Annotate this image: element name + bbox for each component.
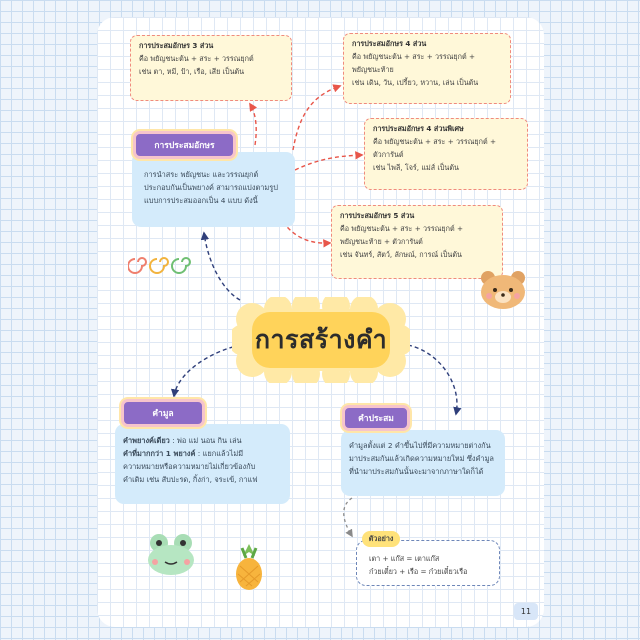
arrow-to-4-parts	[292, 84, 342, 151]
box-3-parts-line2: เช่น ตา, หมี, ป้า, เรือ, เสีย เป็นต้น	[139, 67, 245, 76]
swirl-icons	[128, 257, 191, 274]
kham-mun-single: คำพยางค์เดียว : พ่อ แม่ นอน กิน เล่น	[123, 434, 282, 447]
arrow-to-3-parts	[249, 102, 258, 146]
frog-icon	[148, 534, 194, 575]
box-4-parts-line3: เช่น เดิน, วัน, เปรี้ยว, หวาน, เล่น เป็น…	[352, 78, 479, 87]
box-4-special-line1: คือ พยัญชนะต้น + สระ + วรรณยุกต์ +	[373, 137, 496, 146]
box-4-parts-title: การประสมอักษร 4 ส่วน	[352, 39, 427, 48]
example-box: เตา + แก๊ส = เตาแก๊ส ก๋วยเตี๋ยว + เรือ =…	[356, 540, 500, 586]
center-title: การสร้างคำ	[254, 325, 388, 354]
box-4-parts-line2: พยัญชนะท้าย	[352, 65, 394, 74]
bear-icon	[481, 271, 525, 309]
prasom-description: การนำสระ พยัญชนะ และวรรณยุกต์ประกอบกันเป…	[144, 170, 278, 205]
box-5-parts: การประสมอักษร 5 ส่วน คือ พยัญชนะต้น + สร…	[331, 205, 503, 279]
arrow-to-example	[343, 497, 353, 538]
kham-mun-line3: ความหมายหรือความหมายไม่เกี่ยวข้องกับ	[123, 462, 256, 471]
page-number: 11	[514, 603, 538, 620]
box-4-special-title: การประสมอักษร 4 ส่วนพิเศษ	[373, 124, 464, 133]
pineapple-icon	[236, 544, 262, 590]
box-4-special-line3: เช่น ไพลี, โจร์, แม่ส์ เป็นต้น	[373, 163, 459, 172]
kham-mun-multi-head: คำที่มากกว่า 1 พยางค์	[123, 449, 196, 458]
kham-mun-single-head: คำพยางค์เดียว	[123, 436, 170, 445]
prasom-label: การประสมอักษร	[133, 131, 236, 159]
arrow-center-to-prasom	[200, 231, 241, 301]
box-4-parts-line1: คือ พยัญชนะต้น + สระ + วรรณยุกต์ +	[352, 52, 475, 61]
box-3-parts: การประสมอักษร 3 ส่วน คือ พยัญชนะต้น + สร…	[130, 35, 292, 101]
center-cloud-shape	[232, 297, 410, 383]
kham-mun-line4: คำเดิม เช่น สับปะรด, กิ้งก่า, จระเข้, กา…	[123, 475, 258, 484]
kham-mun-single-text: : พ่อ แม่ นอน กิน เล่น	[169, 436, 242, 445]
example-line1: เตา + แก๊ส = เตาแก๊ส	[369, 554, 440, 563]
arrow-to-5-parts	[282, 221, 332, 248]
kham-mun-multi-text: : แยกแล้วไม่มี	[195, 449, 244, 458]
box-5-parts-line3: เช่น จันทร์, สัตว์, ลักษณ์, การณ์ เป็นต้…	[340, 250, 462, 259]
kham-mun-label: คำมูล	[121, 399, 205, 427]
kham-mun-multi: คำที่มากกว่า 1 พยางค์ : แยกแล้วไม่มี	[123, 447, 282, 460]
arrow-center-to-kham-prasom	[407, 344, 462, 416]
arrow-center-to-kham-mun	[170, 344, 241, 398]
kham-prasom-line2: มาประสมกันแล้วเกิดความหมายใหม่ ซึ่งคำมูล	[349, 454, 494, 463]
example-line2: ก๋วยเตี๋ยว + เรือ = ก๋วยเตี๋ยวเรือ	[369, 567, 468, 576]
box-4-special: การประสมอักษร 4 ส่วนพิเศษ คือ พยัญชนะต้น…	[364, 118, 528, 190]
box-5-parts-title: การประสมอักษร 5 ส่วน	[340, 211, 415, 220]
box-5-parts-line1: คือ พยัญชนะต้น + สระ + วรรณยุกต์ +	[340, 224, 463, 233]
box-3-parts-title: การประสมอักษร 3 ส่วน	[139, 41, 214, 50]
arrow-to-4-special	[294, 151, 364, 171]
kham-prasom-label: คำประสม	[342, 405, 410, 431]
prasom-description-box: การนำสระ พยัญชนะ และวรรณยุกต์ประกอบกันเป…	[132, 152, 295, 227]
box-4-special-line2: ตัวการันต์	[373, 150, 404, 159]
kham-prasom-box: คำมูลตั้งแต่ 2 คำขึ้นไปที่มีความหมายต่าง…	[341, 430, 505, 496]
center-topic: การสร้างคำ	[232, 297, 410, 383]
kham-prasom-line1: คำมูลตั้งแต่ 2 คำขึ้นไปที่มีความหมายต่าง…	[349, 441, 491, 450]
example-tag: ตัวอย่าง	[362, 531, 400, 547]
box-5-parts-line2: พยัญชนะท้าย + ตัวการันต์	[340, 237, 423, 246]
kham-prasom-line3: ที่นำมาประสมกันนั้นจะมาจากภาษาใดก็ได้	[349, 467, 484, 476]
kham-mun-box: คำพยางค์เดียว : พ่อ แม่ นอน กิน เล่น คำท…	[115, 424, 290, 504]
box-4-parts: การประสมอักษร 4 ส่วน คือ พยัญชนะต้น + สร…	[343, 33, 511, 104]
box-3-parts-line1: คือ พยัญชนะต้น + สระ + วรรณยุกต์	[139, 54, 254, 63]
